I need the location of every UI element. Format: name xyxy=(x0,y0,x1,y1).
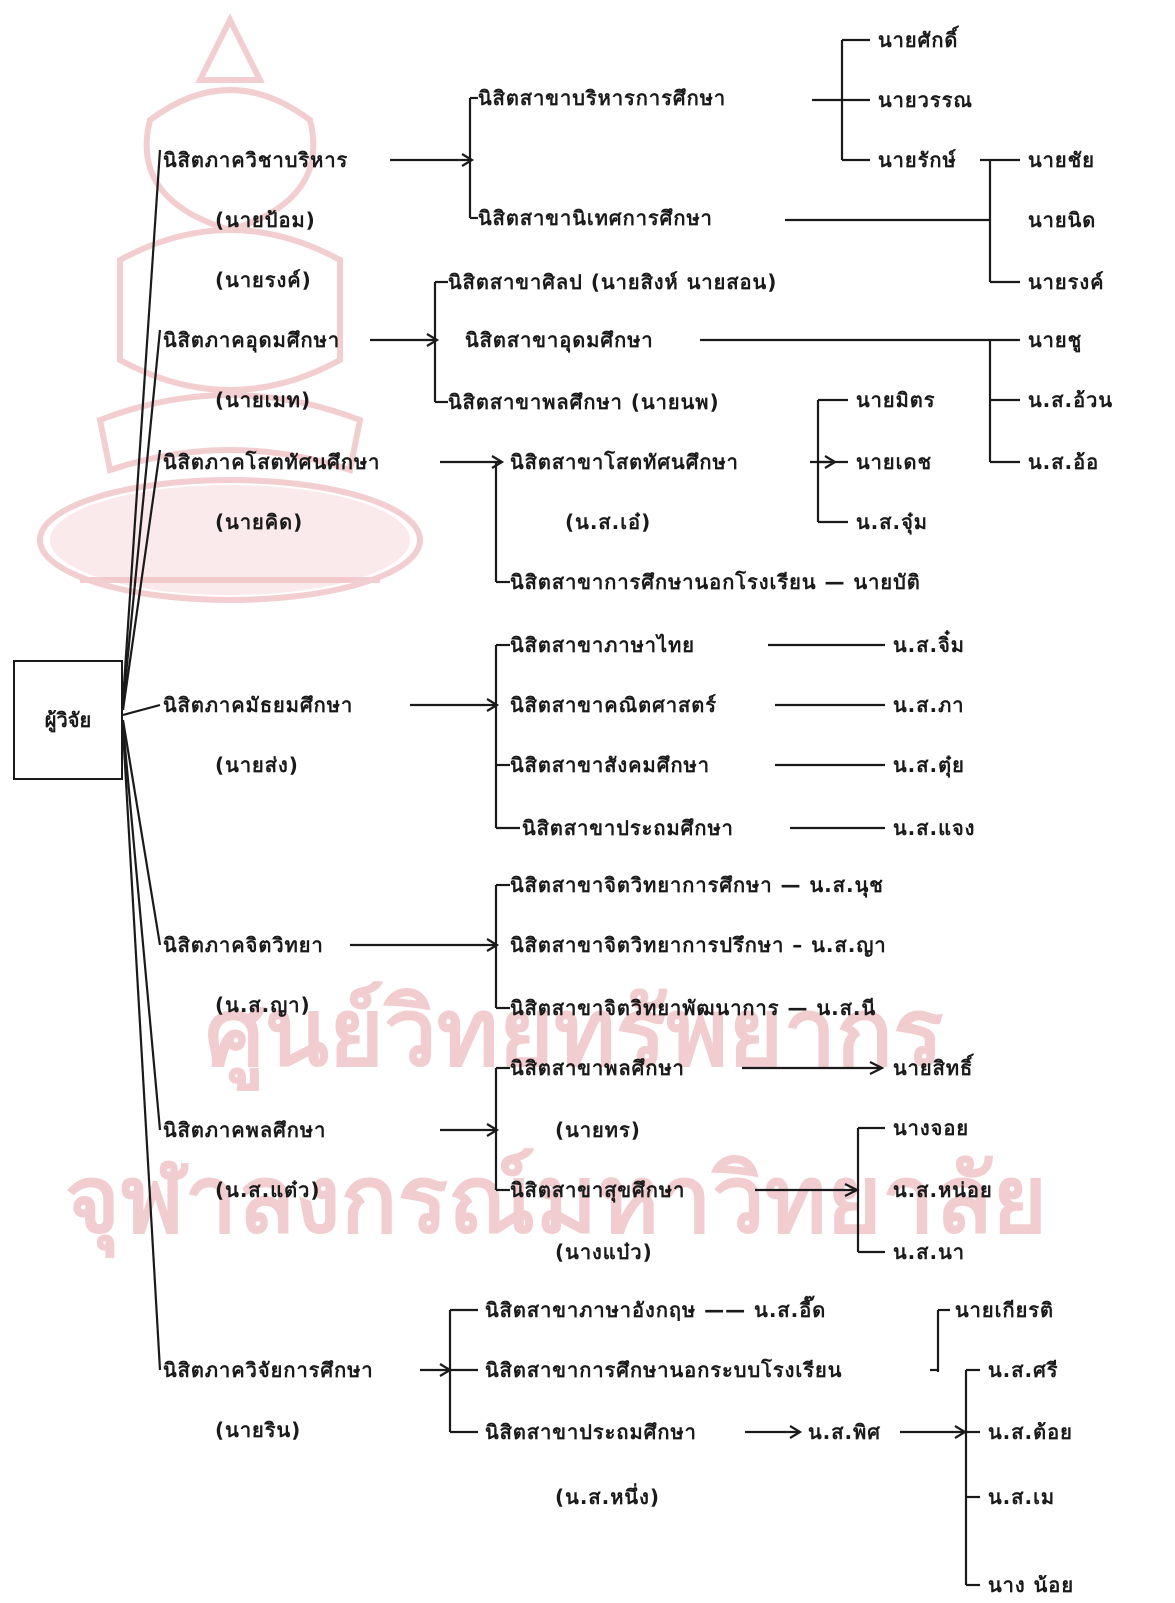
branch-higher-1: นิสิตสาขาศิลป (นายสิงห์ นายสอน) xyxy=(448,270,778,294)
person-research-group-1: น.ส.ศรี xyxy=(988,1358,1059,1382)
branch-av-1-leader: (น.ส.เอ๋) xyxy=(565,510,652,534)
person-secondary-4: น.ส.แจง xyxy=(893,816,976,840)
dept-admin-leader-1: (นายป้อม) xyxy=(215,208,316,232)
branch-secondary-4: นิสิตสาขาประถมศึกษา xyxy=(522,816,734,840)
person-higher-3: น.ส.อ้อ xyxy=(1028,450,1100,474)
person-research-group-3: น.ส.เม xyxy=(988,1485,1056,1509)
person-pe-group-2: น.ส.หน่อย xyxy=(893,1178,993,1202)
dept-higher-leader: (นายเมท) xyxy=(215,388,312,412)
person-admin-a-1: นายศักดิ์ xyxy=(878,28,959,52)
branch-research-2: นิสิตสาขาการศึกษานอกระบบโรงเรียน xyxy=(485,1358,843,1382)
dept-higher: นิสิตภาคอุดมศึกษา xyxy=(163,328,341,352)
person-secondary-2: น.ส.ภา xyxy=(893,693,965,717)
dept-psych: นิสิตภาคจิตวิทยา xyxy=(163,933,324,957)
branch-research-3: นิสิตสาขาประถมศึกษา xyxy=(485,1420,697,1444)
branch-av-1: นิสิตสาขาโสตทัศนศึกษา xyxy=(510,450,739,474)
person-admin-a-2: นายวรรณ xyxy=(878,88,973,112)
branch-research-1: นิสิตสาขาภาษาอังกฤษ —— น.ส.อี๊ด xyxy=(485,1298,827,1322)
person-higher-2: น.ส.อ้วน xyxy=(1028,388,1113,412)
person-pe-group-1: นางจอย xyxy=(893,1116,970,1140)
branch-av-2: นิสิตสาขาการศึกษานอกโรงเรียน — นายบัติ xyxy=(510,570,921,594)
root-label: ผู้วิจัย xyxy=(44,708,92,732)
dept-admin-leader-2: (นายรงค์) xyxy=(215,268,312,292)
dept-research-leader: (นายริน) xyxy=(215,1418,302,1442)
person-research-group-4: นาง น้อย xyxy=(988,1573,1075,1597)
dept-psych-leader: (น.ส.ญา) xyxy=(215,993,311,1017)
branch-research-3-leader: (น.ส.หนึ่ง) xyxy=(555,1485,660,1509)
person-pe-single: นายสิทธิ์ xyxy=(893,1056,974,1080)
branch-pe-2-leader: (นางแบ๋ว) xyxy=(555,1240,653,1264)
branch-pe-1-leader: (นายทร) xyxy=(555,1118,641,1142)
dept-secondary-leader: (นายส่ง) xyxy=(215,753,299,777)
branch-admin-2: นิสิตสาขานิเทศการศึกษา xyxy=(478,206,713,230)
dept-admin: นิสิตภาควิชาบริหาร xyxy=(163,148,349,172)
person-pe-staff-2: นายเดช xyxy=(856,450,933,474)
watermark-line-2: จุฬาลงกรณ์มหาวิทยาลัย xyxy=(65,1146,1048,1255)
person-pe-staff-3: น.ส.จุ๋ม xyxy=(856,510,928,534)
dept-research: นิสิตภาควิจัยการศึกษา xyxy=(163,1358,374,1382)
root-researcher-box: ผู้วิจัย xyxy=(13,660,123,780)
person-admin-b-2: นายนิด xyxy=(1028,208,1097,232)
person-research-mid: น.ส.พิศ xyxy=(808,1420,881,1444)
branch-secondary-3: นิสิตสาขาสังคมศึกษา xyxy=(510,753,710,777)
branch-pe-1: นิสิตสาขาพลศึกษา xyxy=(510,1056,685,1080)
person-admin-b-3: นายรงค์ xyxy=(1028,270,1105,294)
dept-secondary: นิสิตภาคมัธยมศึกษา xyxy=(163,693,354,717)
branch-psych-1: นิสิตสาขาจิตวิทยาการศึกษา — น.ส.นุช xyxy=(510,873,884,897)
branch-psych-2: นิสิตสาขาจิตวิทยาการปรึกษา – น.ส.ญา xyxy=(510,933,887,957)
person-research-group-2: น.ส.ต้อย xyxy=(988,1420,1073,1444)
branch-higher-2: นิสิตสาขาอุดมศึกษา xyxy=(465,328,654,352)
branch-pe-2: นิสิตสาขาสุขศึกษา xyxy=(510,1178,686,1202)
person-admin-a-3: นายรักษ์ xyxy=(878,148,957,172)
person-pe-group-3: น.ส.นา xyxy=(893,1240,965,1264)
branch-secondary-2: นิสิตสาขาคณิตศาสตร์ xyxy=(510,693,717,717)
person-higher-1: นายชู xyxy=(1028,328,1083,352)
dept-pe-leader: (น.ส.แต๋ว) xyxy=(215,1178,321,1202)
branch-admin-1: นิสิตสาขาบริหารการศึกษา xyxy=(478,86,727,110)
person-secondary-3: น.ส.ตุ๋ย xyxy=(893,753,965,777)
person-pe-staff-1: นายมิตร xyxy=(856,388,936,412)
watermark-line-1: ศูนย์วิทยทรัพยากร xyxy=(205,979,944,1088)
branch-psych-3: นิสิตสาขาจิตวิทยาพัฒนาการ — น.ส.นี xyxy=(510,996,877,1020)
dept-av: นิสิตภาคโสตทัศนศึกษา xyxy=(163,450,381,474)
person-admin-b-1: นายชัย xyxy=(1028,148,1095,172)
person-secondary-1: น.ส.จิ๋ม xyxy=(893,633,965,657)
dept-av-leader: (นายคิด) xyxy=(215,510,304,534)
branch-higher-3: นิสิตสาขาพลศึกษา (นายนพ) xyxy=(448,390,720,414)
person-research-top: นายเกียรติ xyxy=(955,1298,1055,1322)
dept-pe: นิสิตภาคพลศึกษา xyxy=(163,1118,327,1142)
branch-secondary-1: นิสิตสาขาภาษาไทย xyxy=(510,633,695,657)
